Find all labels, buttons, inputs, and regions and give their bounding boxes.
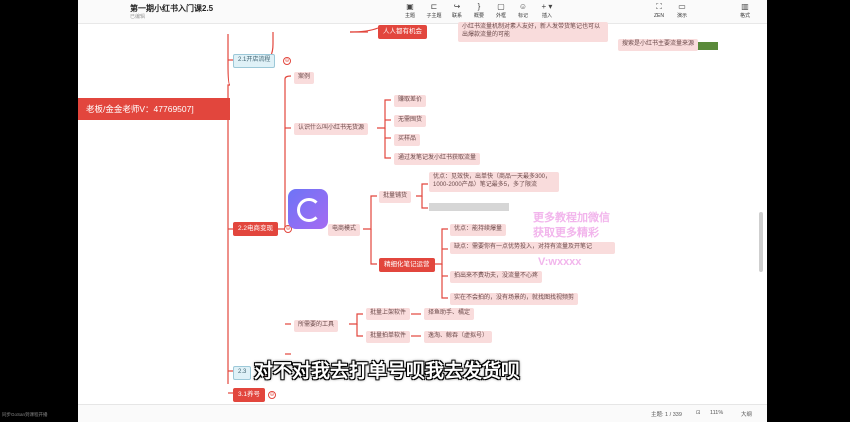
toolbar-link-button[interactable]: ↪ 联系	[446, 2, 468, 22]
zen-icon: ⛶	[656, 2, 662, 11]
topic-understand-3[interactable]: 买样品	[394, 134, 421, 146]
topic-understand-1[interactable]: 赚取差价	[394, 95, 427, 107]
document-title: 第一期小红书入门课2.5	[130, 4, 214, 13]
toolbar-zen-button[interactable]: ⛶ ZEN	[648, 2, 670, 22]
boundary-icon: ▢	[497, 2, 505, 11]
topic-tool-1-value[interactable]: 择鱼助手、橘定	[424, 308, 475, 320]
outline-button[interactable]: 大纲	[741, 412, 753, 418]
topic-3-1[interactable]: 3.1养号	[233, 388, 266, 403]
topic-case[interactable]: 案例	[294, 72, 315, 84]
collapse-toggle-2-1[interactable]: ⊖	[283, 57, 291, 65]
collapse-toggle-2-2[interactable]: ⊖	[284, 225, 292, 233]
title-bar: 第一期小红书入门课2.5 已编辑 ▣ 主题 ⊏ 子主题 ↪ 联系 } 概要 ▢ …	[78, 0, 767, 24]
toolbar-subtopic-button[interactable]: ⊏ 子主题	[423, 2, 445, 22]
subtopic-icon: ⊏	[430, 2, 438, 11]
topic-2-2[interactable]: 2.2电商变现	[233, 222, 279, 237]
topic-traffic-mechanism[interactable]: 小红书流量机制对素人友好，新人发带货笔记也可以出爆款流量的可能	[458, 22, 608, 42]
topic-batch-listing[interactable]: 批量铺货	[379, 191, 412, 203]
document-status: 已编辑	[130, 14, 146, 20]
toolbar-present-button[interactable]: ▭ 演示	[671, 2, 693, 22]
topic-ecommerce-mode[interactable]: 电商模式	[328, 224, 361, 236]
status-bar: 主题: 1 / 339 ⊡ 111% 大纲	[78, 404, 767, 422]
marker-icon: ☺	[518, 2, 528, 11]
topic-understand-4[interactable]: 通过发笔记发小红书获取流量	[394, 153, 481, 165]
topic-fine-1[interactable]: 优点：能持续爆量	[450, 224, 507, 236]
topic-tool-2-value[interactable]: 逸淘、鲸吞（虚拟号）	[424, 331, 493, 343]
link-icon: ↪	[453, 2, 461, 11]
topic-tool-2[interactable]: 批量拍单软件	[366, 331, 411, 343]
topic-tool-1[interactable]: 批量上架软件	[366, 308, 411, 320]
theme-icon: ▣	[406, 2, 414, 11]
toolbar-theme-button[interactable]: ▣ 主题	[399, 2, 421, 22]
toolbar-insert-button[interactable]: + ▾ 插入	[536, 2, 558, 22]
toolbar-format-button[interactable]: ▥ 格式	[734, 2, 756, 22]
fit-icon[interactable]: ⊡	[696, 410, 701, 416]
root-topic[interactable]: 老板/金金老师V：47769507]	[78, 98, 230, 120]
topic-fine-operation[interactable]: 精细化笔记运营	[379, 258, 435, 273]
bottom-overlay-tag: 同步GoSan到课程开播	[2, 412, 48, 417]
vertical-scrollbar[interactable]	[759, 212, 763, 272]
topic-understand[interactable]: 认识什么叫小红书无货源	[294, 123, 369, 135]
present-icon: ▭	[678, 2, 686, 11]
topic-search-traffic[interactable]: 搜索是小红书主要流量来源	[618, 39, 699, 51]
watermark-text-2: 获取更多精彩	[533, 227, 599, 239]
topic-everyone-chance[interactable]: 人人都有机会	[378, 25, 427, 40]
video-caption: 对不对我去打单号呗我去发货呗	[254, 361, 521, 382]
topic-2-1[interactable]: 2.1开店流程	[233, 54, 276, 68]
format-icon: ▥	[741, 2, 749, 11]
topic-batch-pros[interactable]: 优点：见效快，出单快（商品一天最多300，1000-2000产品）笔记最多5，多…	[429, 172, 559, 192]
letterbox-right	[767, 0, 850, 422]
topic-fine-2[interactable]: 缺点：需要你有一点优势投入，对持有流量及开笔记	[450, 242, 615, 254]
watermark-text-3: V:wxxxx	[538, 256, 582, 268]
insert-icon: + ▾	[541, 2, 553, 11]
watermark-logo	[288, 189, 328, 229]
mindmap-canvas[interactable]: 老板/金金老师V：47769507] 2.1开店流程 ⊖ 人人都有机会 小红书流…	[78, 22, 767, 404]
topic-fine-4[interactable]: 实在不会拍的，没有场景的，就找图找视频剪	[450, 293, 579, 305]
collapse-toggle-2-3[interactable]: ⊖	[262, 369, 270, 377]
topic-understand-2[interactable]: 无需囤货	[394, 115, 427, 127]
topic-count: 主题: 1 / 339	[651, 412, 682, 418]
toolbar-boundary-button[interactable]: ▢ 外框	[490, 2, 512, 22]
watermark-text-1: 更多教程加微信	[533, 212, 610, 224]
toolbar-summary-button[interactable]: } 概要	[468, 2, 490, 22]
collapse-toggle-3-1[interactable]: ⊖	[268, 391, 276, 399]
blurred-node	[429, 203, 509, 211]
topic-2-3[interactable]: 2.3	[233, 366, 252, 380]
connector-lines	[227, 27, 448, 394]
summary-icon: }	[477, 2, 481, 11]
zoom-level[interactable]: 111%	[710, 410, 724, 416]
topic-tools[interactable]: 所需要的工具	[294, 320, 339, 332]
letterbox-left	[0, 0, 78, 422]
mindmap-app-window: 第一期小红书入门课2.5 已编辑 ▣ 主题 ⊏ 子主题 ↪ 联系 } 概要 ▢ …	[78, 0, 767, 422]
toolbar-marker-button[interactable]: ☺ 标记	[512, 2, 534, 22]
topic-fine-3[interactable]: 拍出来不费功夫，没流量不心疼	[450, 271, 543, 283]
